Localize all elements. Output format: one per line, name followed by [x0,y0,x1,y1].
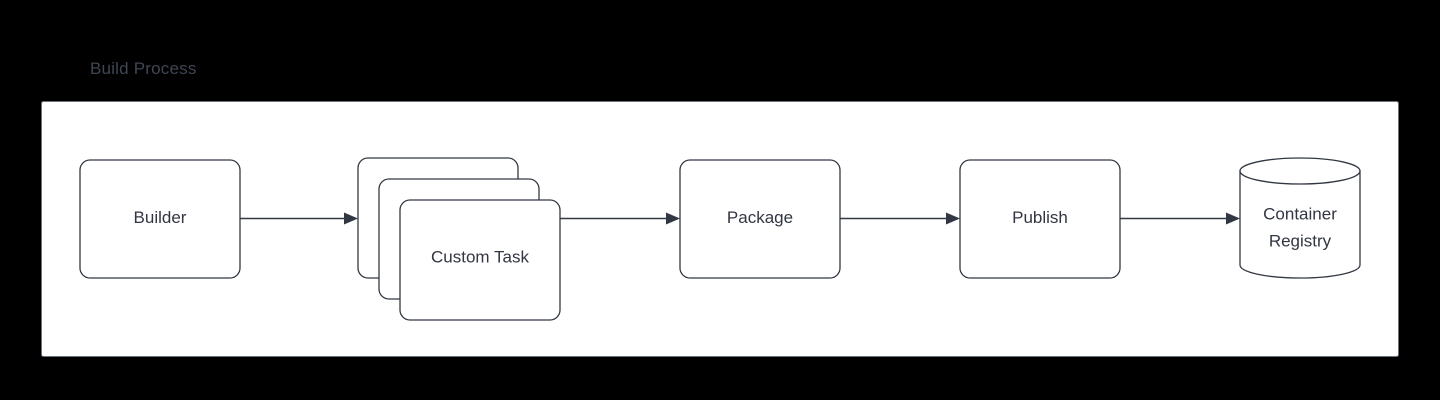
edge-publish-to-container-registry [1120,212,1240,225]
publish-label: Publish [1012,208,1068,227]
container-registry-cylinder-body[interactable] [1239,170,1361,279]
arrowhead-icon [666,212,680,225]
custom-task-label: Custom Task [431,247,529,266]
builder-label: Builder [134,208,187,227]
custom-task-card-front[interactable] [399,199,561,321]
edge-builder-to-custom-task [240,212,358,225]
arrowhead-icon [1226,212,1240,225]
arrowhead-icon [946,212,960,225]
group-title: Build Process [90,59,197,78]
container-registry-label-line2: Registry [1269,231,1332,250]
node-builder[interactable]: Builder [79,159,241,279]
node-package[interactable]: Package [679,159,841,279]
package-label: Package [727,208,793,227]
node-container-registry[interactable]: Container Registry [1239,157,1361,279]
edge-custom-task-to-package [560,212,680,225]
arrowhead-icon [344,212,358,225]
container-registry-label-line1: Container [1263,204,1337,223]
edge-package-to-publish [840,212,960,225]
node-custom-task[interactable]: Custom Task [357,157,561,321]
container-registry-cylinder-top [1239,157,1361,185]
node-publish[interactable]: Publish [959,159,1121,279]
